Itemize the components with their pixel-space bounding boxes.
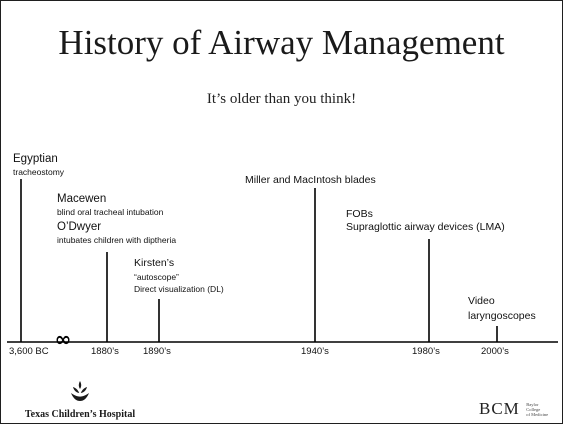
event-video-heading: Video (468, 295, 495, 307)
bcm-subtext-line: College (526, 406, 541, 412)
event-miller-macintosh-heading: Miller and MacIntosh blades (245, 174, 376, 186)
event-egyptian-detail: tracheostomy (13, 167, 65, 177)
slide-title: History of Airway Management (58, 23, 505, 62)
event-lma-heading: Supraglottic airway devices (LMA) (346, 221, 505, 233)
axis-label-1890s: 1890’s (143, 346, 171, 357)
tch-name: Texas Children’s Hospital (24, 409, 136, 420)
slide-subtitle: It’s older than you think! (206, 91, 357, 107)
event-fob-heading: FOBs (346, 208, 373, 220)
event-egyptian-heading: Egyptian (13, 153, 58, 165)
bcm-subtext-line: Baylor (526, 401, 539, 407)
axis-label-1980s: 1980’s (412, 346, 440, 357)
bcm-subtext-line: of Medicine (526, 411, 549, 417)
bcm-subtext: Baylor College of Medicine (526, 402, 548, 417)
tch-logo: Texas Children’s Hospital (15, 379, 145, 420)
axis-label-2000s: 2000’s (481, 346, 509, 357)
event-kirsten-extra: Direct visualization (DL) (134, 284, 224, 294)
event-macewen-heading: Macewen (57, 193, 107, 205)
event-macewen-detail: blind oral tracheal intubation (57, 207, 164, 217)
event-kirsten-detail: “autoscope” (134, 272, 179, 282)
bcm-wordmark: BCM (479, 399, 520, 418)
axis-label-1940s: 1940’s (301, 346, 329, 357)
event-video-detail: laryngoscopes (468, 310, 536, 322)
tch-mark-icon (71, 381, 89, 401)
event-kirsten-heading: Kirsten’s (134, 257, 175, 269)
event-odwyer-detail: intubates children with diptheria (57, 235, 177, 245)
bcm-logo: BCM Baylor College of Medicine (479, 399, 548, 419)
axis-label-3600bc: 3,600 BC (9, 346, 49, 357)
axis-break-symbol: ∞ (55, 327, 72, 351)
event-odwyer-heading: O’Dwyer (57, 221, 102, 233)
axis-label-1880s: 1880’s (91, 346, 119, 357)
